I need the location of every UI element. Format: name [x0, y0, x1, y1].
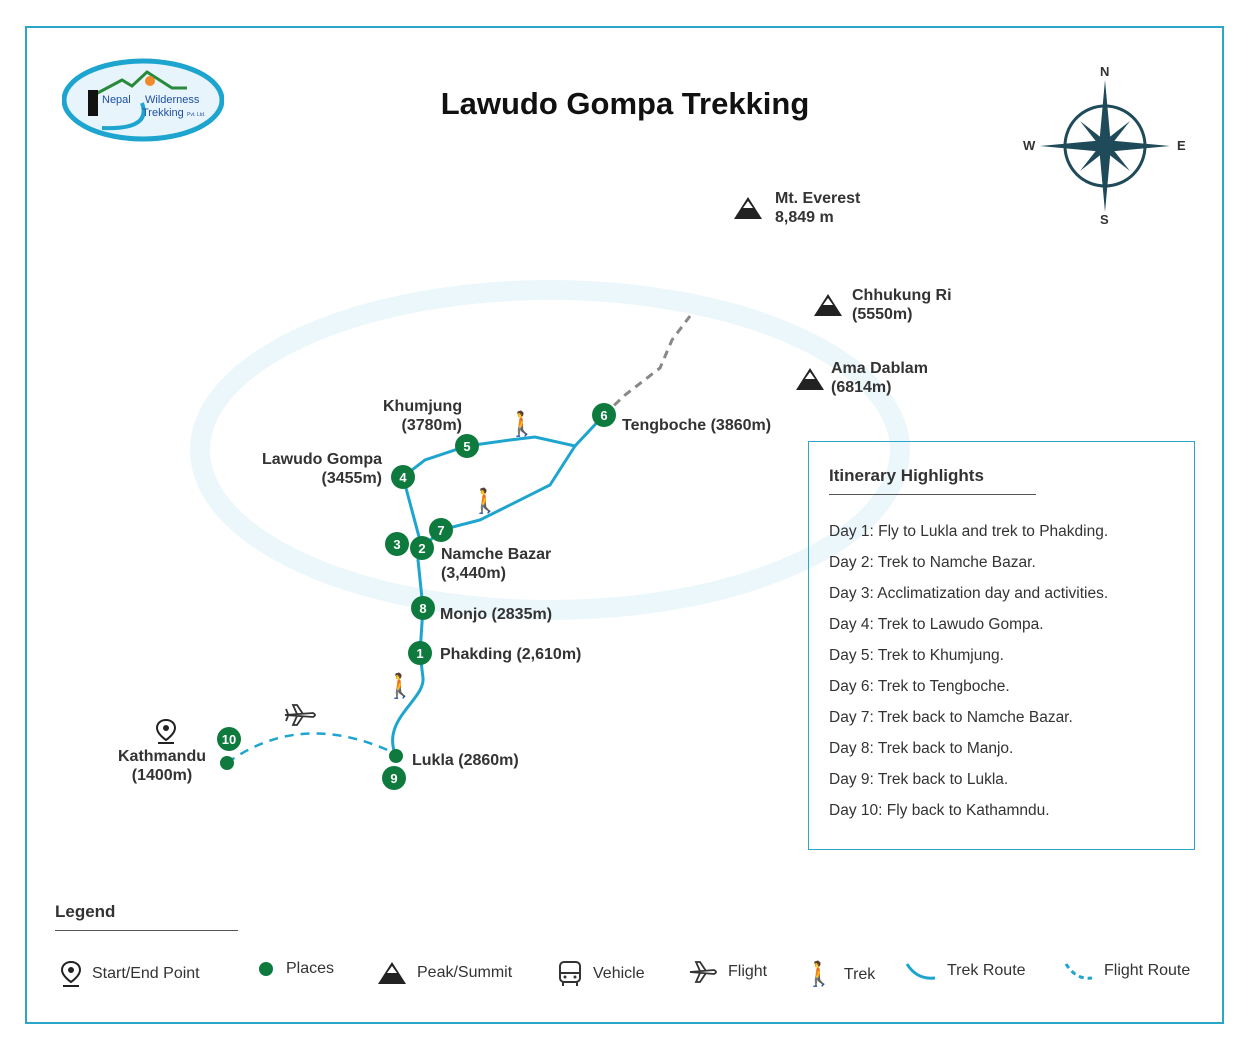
place-marker-3: 3 — [385, 532, 409, 556]
itinerary-day: Day 8: Trek back to Manjo. — [829, 740, 1014, 757]
company-logo: Nepal Wilderness Trekking Pvt. Ltd. — [61, 58, 225, 147]
bus-icon — [559, 961, 581, 986]
svg-text:Wilderness: Wilderness — [145, 94, 200, 106]
legend-places: Places — [258, 960, 334, 978]
peak-icon — [378, 962, 406, 984]
trekker-icon: 🚶 — [804, 961, 834, 988]
place-marker-10: 10 — [217, 727, 241, 751]
itinerary-day: Day 9: Trek back to Lukla. — [829, 771, 1009, 788]
place-label-namche: Namche Bazar(3,440m) — [441, 546, 552, 582]
place-label-lukla: Lukla (2860m) — [412, 752, 519, 769]
plane-icon — [689, 961, 717, 983]
legend-trek: 🚶Trek — [804, 961, 876, 988]
itinerary-day: Day 6: Trek to Tengboche. — [829, 678, 1010, 695]
itinerary-day: Day 10: Fly back to Kathamndu. — [829, 802, 1050, 819]
itinerary-day: Day 1: Fly to Lukla and trek to Phakding… — [829, 523, 1109, 540]
place-marker-9: 9 — [382, 766, 406, 790]
legend-flight: Flight — [688, 960, 767, 984]
itinerary-day: Day 7: Trek back to Namche Bazar. — [829, 709, 1073, 726]
legend-flight-route: Flight Route — [1064, 960, 1190, 982]
start-end-pin-icon — [60, 960, 82, 987]
trekker-icon: 🚶 — [470, 488, 500, 515]
svg-text:N: N — [1100, 64, 1109, 79]
place-label-khumjung: Khumjung(3780m) — [383, 398, 463, 434]
place-label-tengboche: Tengboche (3860m) — [622, 417, 772, 434]
peak-label-ama-dablam: Ama Dablam(6814m) — [831, 360, 928, 396]
map-frame — [25, 26, 1224, 1024]
trek-route-icon — [905, 963, 936, 980]
legend-vehicle: Vehicle — [557, 960, 645, 988]
compass-rose-icon: N S E W — [1020, 62, 1190, 237]
itinerary-day: Day 3: Acclimatization day and activitie… — [829, 585, 1109, 602]
svg-text:S: S — [1100, 212, 1109, 227]
watermark-logo — [190, 280, 910, 620]
svg-text:E: E — [1177, 138, 1186, 153]
svg-text:Nepal: Nepal — [102, 94, 131, 106]
extension-route — [602, 315, 692, 417]
peak-icon — [733, 195, 763, 226]
start-end-pin-icon — [155, 718, 177, 749]
map-title: Lawudo Gompa Trekking — [440, 86, 810, 121]
peak-icon — [795, 366, 825, 397]
plane-icon — [283, 703, 317, 732]
place-dot-icon — [259, 962, 273, 976]
place-label-lawudo: Lawudo Gompa(3455m) — [262, 451, 382, 487]
trekker-icon: 🚶 — [385, 673, 415, 700]
flight-route-icon — [1064, 963, 1093, 980]
svg-text:W: W — [1023, 138, 1036, 153]
legend-start-end: Start/End Point — [60, 960, 200, 988]
itinerary-title: Itinerary Highlights — [829, 466, 1036, 495]
place-marker-7: 7 — [429, 518, 453, 542]
flight-route — [226, 732, 393, 765]
legend-trek-route: Trek Route — [905, 960, 1026, 982]
svg-text:Pvt. Ltd.: Pvt. Ltd. — [187, 112, 205, 118]
itinerary-day: Day 5: Trek to Khumjung. — [829, 647, 1004, 664]
place-marker-2: 2 — [410, 536, 434, 560]
peak-label-chhukung: Chhukung Ri(5550m) — [852, 287, 952, 323]
itinerary-day: Day 2: Trek to Namche Bazar. — [829, 554, 1036, 571]
trek-route — [391, 413, 606, 757]
svg-text:Trekking: Trekking — [142, 107, 184, 119]
place-marker-6: 6 — [592, 403, 616, 427]
legend-peak: Peak/Summit — [377, 960, 512, 986]
place-marker-4: 4 — [391, 465, 415, 489]
place-label-phakding: Phakding (2,610m) — [440, 646, 582, 663]
place-label-kathmandu: Kathmandu(1400m) — [118, 748, 206, 784]
place-marker-1: 1 — [408, 641, 432, 665]
trekker-icon: 🚶 — [507, 411, 537, 438]
legend-title: Legend — [55, 902, 238, 931]
place-marker-8: 8 — [411, 596, 435, 620]
place-label-monjo: Monjo (2835m) — [440, 606, 553, 623]
place-marker-5: 5 — [455, 434, 479, 458]
itinerary-panel: Itinerary Highlights Day 1: Fly to Lukla… — [808, 441, 1195, 850]
itinerary-day: Day 4: Trek to Lawudo Gompa. — [829, 616, 1044, 633]
peak-icon — [813, 292, 843, 323]
